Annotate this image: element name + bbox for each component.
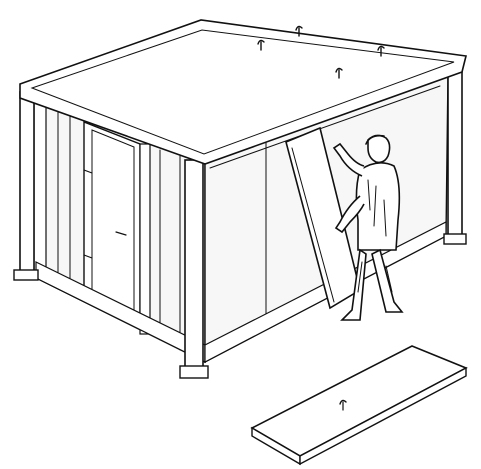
loose-panel (250, 345, 468, 466)
panel-lock-marks (257, 25, 385, 79)
cold-room-frame (13, 19, 467, 379)
left-wall (33, 99, 206, 364)
worker-figure (332, 134, 404, 321)
